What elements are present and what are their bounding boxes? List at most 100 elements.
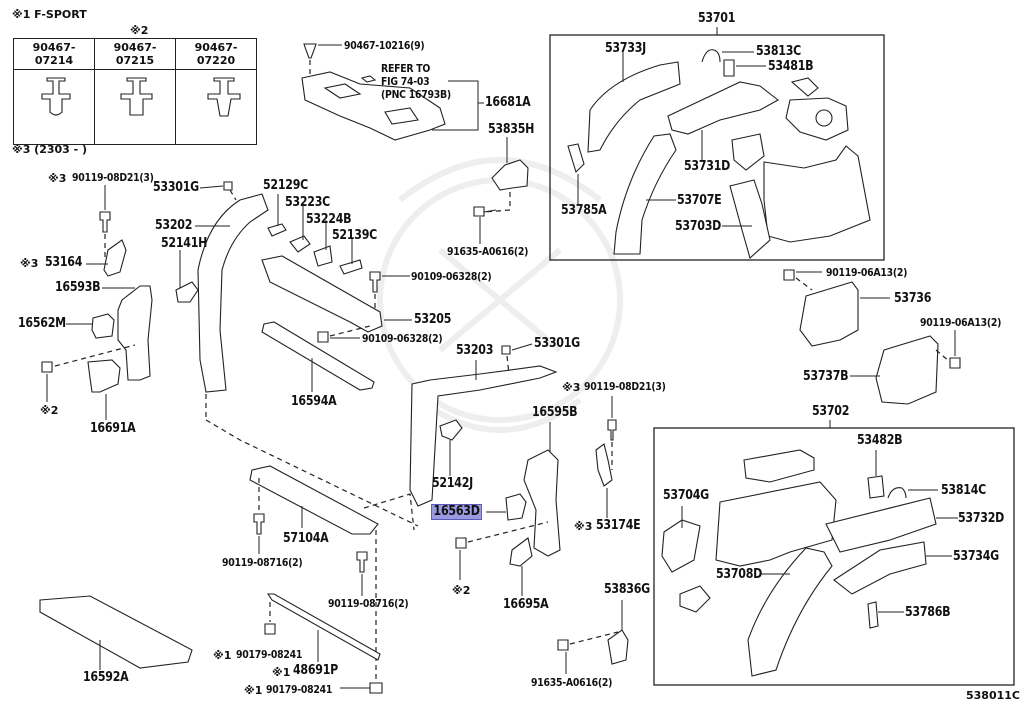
label-53701[interactable]: 53701 [698, 11, 736, 26]
label-90467-10216[interactable]: 90467-10216(9) [344, 39, 425, 52]
part-53481B[interactable] [723, 59, 766, 77]
label-53836G[interactable]: 53836G [604, 582, 650, 597]
clip-header-3[interactable]: 90467-07220 [175, 38, 257, 70]
part-53164[interactable] [86, 239, 127, 277]
label-48691P[interactable]: 48691P [293, 663, 339, 678]
part-16562M[interactable] [66, 313, 115, 339]
label-53835H[interactable]: 53835H [488, 122, 535, 137]
label-16562M[interactable]: 16562M [18, 316, 66, 331]
label-16695A[interactable]: 16695A [503, 597, 549, 612]
label-53301G-left[interactable]: 53301G [153, 180, 199, 195]
part-53224B[interactable] [313, 220, 333, 267]
part-53785A[interactable] [567, 143, 585, 204]
part-52129C[interactable] [267, 194, 287, 237]
label-16681A[interactable]: 16681A [485, 95, 531, 110]
part-53708D[interactable] [747, 547, 833, 677]
label-53785A[interactable]: 53785A [561, 203, 607, 218]
part-53223C[interactable] [289, 202, 311, 253]
label-90109-06328-bot[interactable]: 90109-06328(2) [362, 332, 443, 345]
label-53702[interactable]: 53702 [812, 404, 850, 419]
label-90109-06328-top[interactable]: 90109-06328(2) [411, 270, 492, 283]
part-53174E[interactable] [595, 396, 617, 518]
label-53202[interactable]: 53202 [155, 218, 193, 233]
part-53203[interactable] [409, 343, 558, 507]
label-53734G[interactable]: 53734G [953, 549, 999, 564]
part-16595B[interactable] [523, 422, 561, 557]
label-53733J[interactable]: 53733J [605, 41, 647, 56]
label-90119-08D21-left[interactable]: 90119-08D21(3) [72, 171, 154, 184]
label-53707E[interactable]: 53707E [677, 193, 722, 208]
label-90179-08241-b[interactable]: 90179-08241 [266, 683, 333, 696]
label-53482B[interactable]: 53482B [857, 433, 903, 448]
part-57104A[interactable] [249, 465, 415, 690]
label-53814C[interactable]: 53814C [941, 483, 987, 498]
label-53813C[interactable]: 53813C [756, 44, 802, 59]
part-53734G[interactable] [833, 541, 952, 595]
label-16691A[interactable]: 16691A [90, 421, 136, 436]
bolt-90119-08D21-left[interactable] [99, 185, 111, 260]
label-53203[interactable]: 53203 [456, 343, 494, 358]
part-53786B[interactable] [867, 601, 904, 629]
label-53223C[interactable]: 53223C [285, 195, 331, 210]
label-fig[interactable]: FIG 74-03 [381, 75, 430, 88]
part-53814C[interactable] [887, 487, 938, 499]
part-48691P[interactable] [264, 593, 383, 694]
label-52139C[interactable]: 52139C [332, 228, 378, 243]
part-53707E[interactable] [613, 133, 677, 255]
part-53736[interactable] [783, 269, 890, 347]
label-90119-08716-a[interactable]: 90119-08716(2) [222, 556, 303, 569]
label-52142J[interactable]: 52142J [432, 476, 474, 491]
label-53704G[interactable]: 53704G [663, 488, 709, 503]
label-53786B[interactable]: 53786B [905, 605, 951, 620]
part-52139C[interactable] [339, 238, 363, 275]
part-16592A[interactable] [39, 595, 193, 670]
label-91635-A0616-top[interactable]: 91635-A0616(2) [447, 245, 529, 258]
part-16695A[interactable] [509, 537, 533, 596]
label-16594A[interactable]: 16594A [291, 394, 337, 409]
label-53164[interactable]: 53164 [45, 255, 83, 270]
part-53202[interactable] [195, 181, 419, 527]
label-53481B[interactable]: 53481B [768, 59, 814, 74]
part-16593B[interactable] [102, 285, 153, 381]
label-53736[interactable]: 53736 [894, 291, 932, 306]
label-53205[interactable]: 53205 [414, 312, 452, 327]
label-53731D[interactable]: 53731D [684, 159, 731, 174]
part-53737B[interactable] [850, 330, 961, 405]
label-16563D-highlighted[interactable]: 16563D [431, 504, 483, 520]
label-53732D[interactable]: 53732D [958, 511, 1005, 526]
label-53174E[interactable]: 53174E [596, 518, 641, 533]
label-16592A[interactable]: 16592A [83, 670, 129, 685]
part-52141H[interactable] [175, 250, 199, 303]
clip-header-1[interactable]: 90467-07214 [13, 38, 95, 70]
label-53708D[interactable]: 53708D [716, 567, 763, 582]
part-53704G[interactable] [661, 506, 711, 613]
part-53205[interactable] [261, 255, 412, 343]
clip-90467-10216[interactable] [303, 43, 342, 74]
label-90119-06A13-b[interactable]: 90119-06A13(2) [920, 316, 1002, 329]
label-91635-A0616-bot[interactable]: 91635-A0616(2) [531, 676, 613, 689]
label-90179-08241-a[interactable]: 90179-08241 [236, 648, 303, 661]
part-53482B[interactable] [867, 450, 885, 499]
part-53835H[interactable] [473, 137, 529, 244]
label-90119-08D21-mid[interactable]: 90119-08D21(3) [584, 380, 666, 393]
label-53703D[interactable]: 53703D [675, 219, 722, 234]
label-57104A[interactable]: 57104A [283, 531, 329, 546]
label-16595B[interactable]: 16595B [532, 405, 578, 420]
part-53733J[interactable] [587, 52, 681, 153]
part-53836G[interactable] [557, 600, 629, 674]
label-90119-06A13-a[interactable]: 90119-06A13(2) [826, 266, 908, 279]
label-52141H[interactable]: 52141H [161, 236, 208, 251]
label-90119-08716-b[interactable]: 90119-08716(2) [328, 597, 409, 610]
part-16681A[interactable] [301, 71, 446, 141]
clip-m2-mid[interactable] [455, 521, 549, 580]
part-53732D[interactable] [825, 497, 958, 553]
label-52129C[interactable]: 52129C [263, 178, 309, 193]
label-53737B[interactable]: 53737B [803, 369, 849, 384]
part-16594A[interactable] [261, 321, 375, 392]
label-53301G-mid[interactable]: 53301G [534, 336, 580, 351]
part-53731D[interactable] [667, 81, 779, 160]
part-16691A[interactable] [87, 359, 121, 420]
part-52142J[interactable] [439, 419, 463, 476]
part-53813C[interactable] [701, 49, 754, 63]
label-53224B[interactable]: 53224B [306, 212, 352, 227]
